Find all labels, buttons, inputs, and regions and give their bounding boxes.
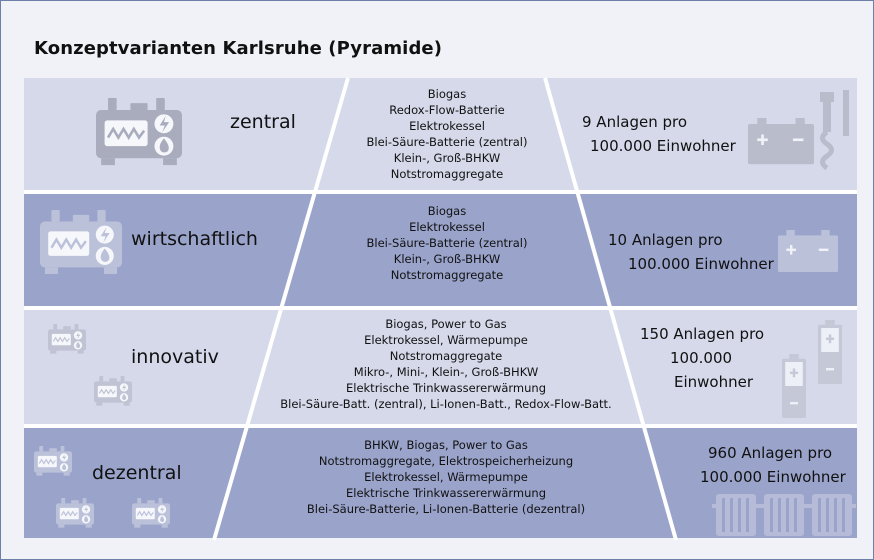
diagram-title: Konzeptvarianten Karlsruhe (Pyramide) (34, 38, 443, 59)
plant-count-zentral: 9 Anlagen pro 100.000 Einwohner (582, 113, 736, 155)
radiator-icon (760, 494, 808, 536)
plant-count-dezentral: 960 Anlagen pro 100.000 Einwohner (700, 444, 846, 486)
technology-list-dezentral: BHKW, Biogas, Power to Gas Notstromaggre… (306, 438, 586, 516)
technology-list-wirtschaftlich: Biogas Elektrokessel Blei-Säure-Batterie… (366, 204, 528, 282)
radiator-icon (808, 494, 856, 536)
plant-count-wirtschaftlich: 10 Anlagen pro 100.000 Einwohner (608, 231, 774, 273)
battery-cell-icon (818, 320, 842, 384)
level-label-innovativ: innovativ (131, 346, 219, 368)
battery-cell-icon (782, 354, 806, 418)
battery-icon (778, 230, 838, 272)
level-label-zentral: zentral (230, 111, 296, 133)
battery-icon (748, 118, 814, 165)
pyramid-right-edge (543, 77, 678, 541)
level-label-dezentral: dezentral (92, 462, 182, 484)
row-innovativ-background (24, 310, 857, 424)
pyramid-left-edge (212, 77, 350, 541)
plant-count-innovativ: 150 Anlagen pro 100.000 Einwohner (640, 325, 765, 391)
technology-list-innovativ: Biogas, Power to Gas Elektrokessel, Wärm… (280, 317, 612, 411)
redox-flow-icon (820, 90, 849, 171)
row-wirtschaftlich-background (24, 194, 857, 306)
level-label-wirtschaftlich: wirtschaftlich (131, 228, 258, 250)
technology-list-zentral: Biogas Redox-Flow-Batterie Elektrokessel… (366, 87, 528, 181)
radiator-icon (712, 494, 760, 536)
